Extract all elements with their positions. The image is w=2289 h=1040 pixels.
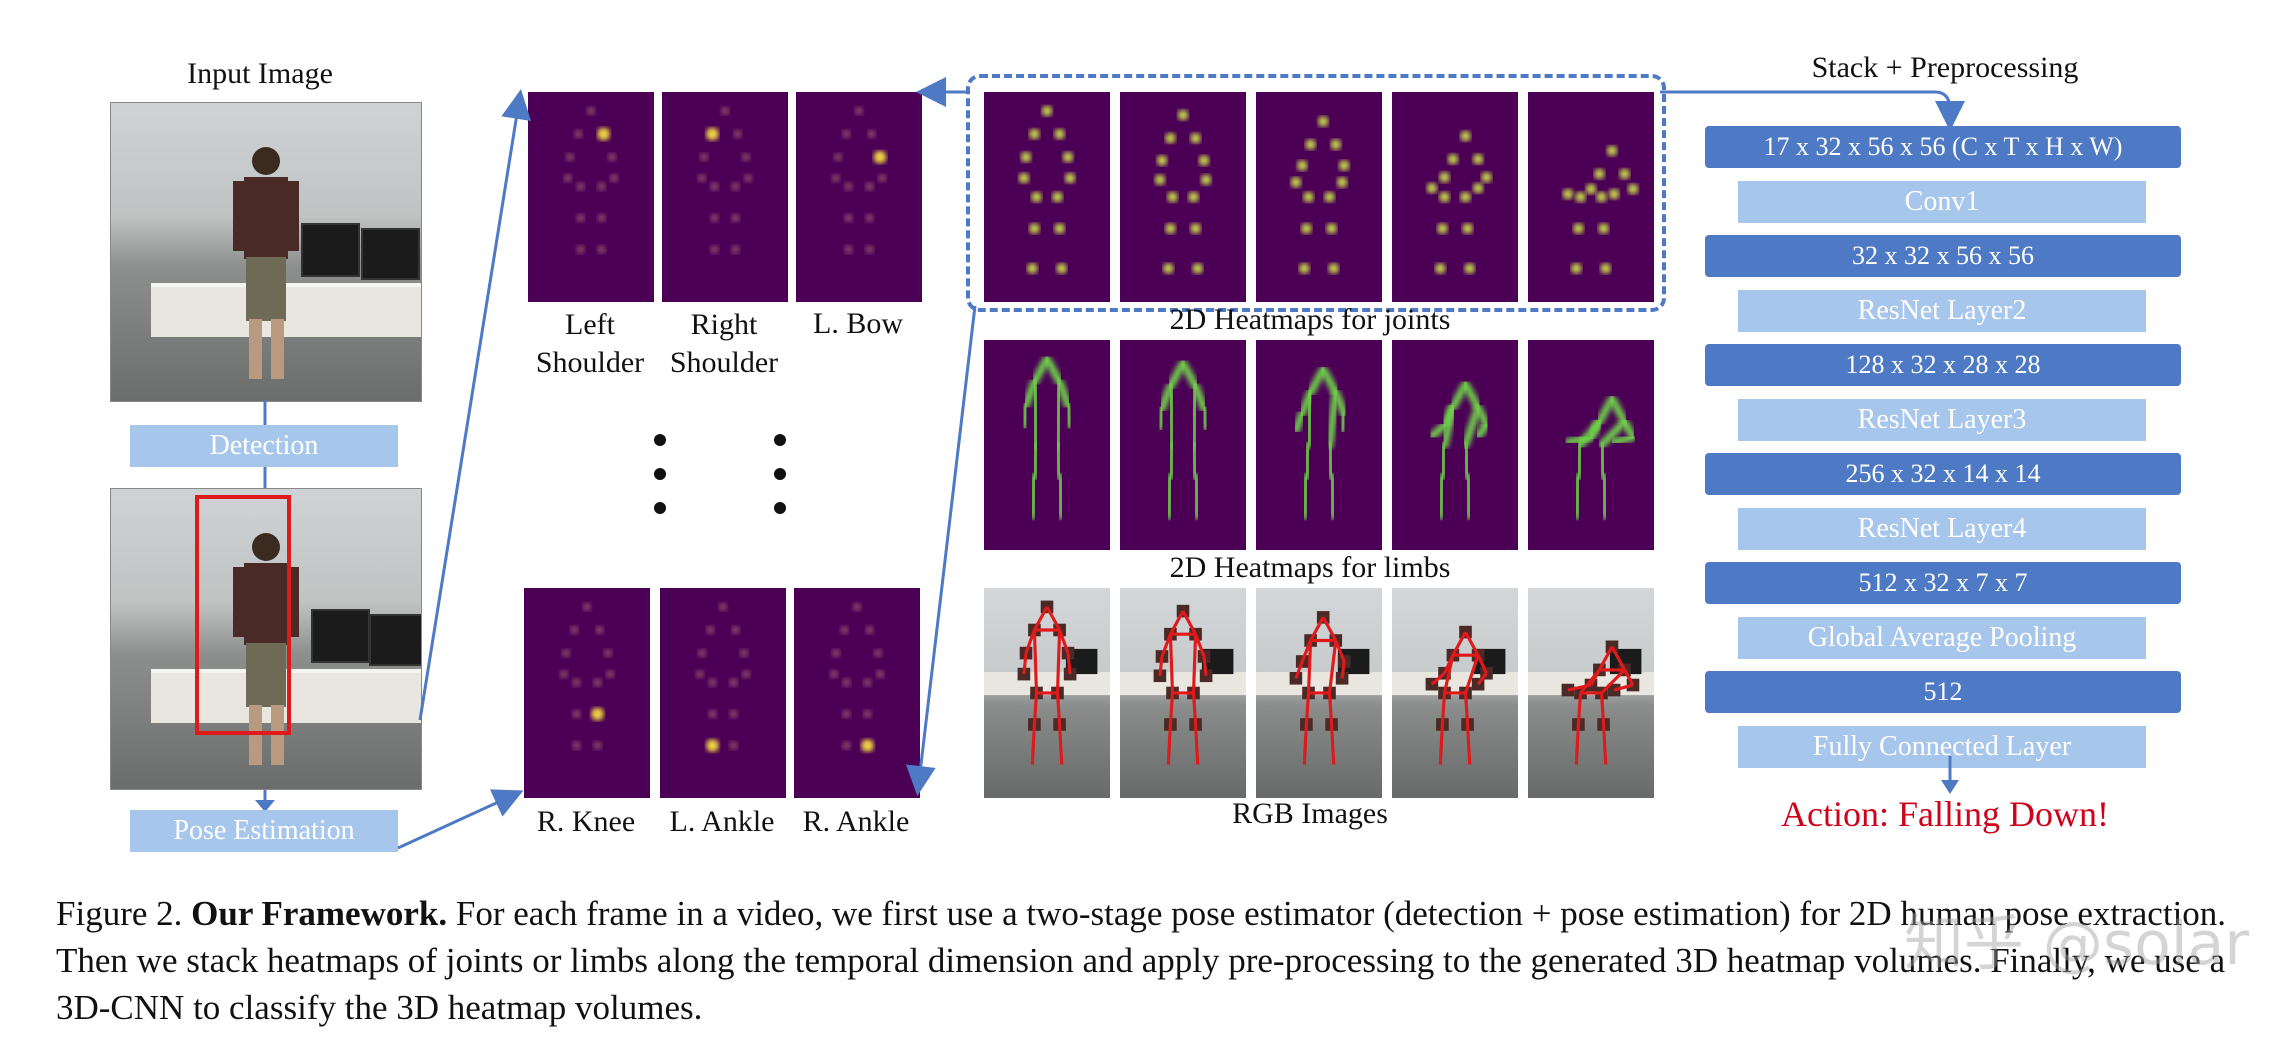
rgb-frame — [984, 588, 1110, 798]
rgb-images-label: RGB Images — [1232, 797, 1388, 830]
network-layer-box: Fully Connected Layer — [1738, 725, 2146, 768]
network-layer-box: ResNet Layer2 — [1738, 289, 2146, 332]
ellipsis-dot — [774, 468, 786, 480]
tensor-shape-box: 512 — [1705, 671, 2181, 713]
caption-body: For each frame in a video, we first use … — [56, 894, 2227, 1027]
detection-image — [110, 488, 422, 790]
joint-label-left-elbow: L. Bow — [813, 307, 903, 340]
figure-caption: Figure 2. Our Framework. For each frame … — [56, 890, 2246, 1031]
ellipsis-dot — [774, 434, 786, 446]
rgb-frame — [1392, 588, 1518, 798]
limb-heatmap-frame — [1120, 340, 1246, 550]
action-output: Action: Falling Down! — [1781, 794, 2109, 834]
ellipsis-dot — [654, 434, 666, 446]
monitor — [311, 609, 370, 663]
joint-heatmap — [662, 92, 788, 302]
limb-heatmap-frame — [1392, 340, 1518, 550]
limb-heatmap-frame — [1256, 340, 1382, 550]
caption-title: Our Framework. — [191, 894, 448, 933]
heatmaps-limbs-label: 2D Heatmaps for limbs — [1169, 551, 1451, 584]
joint-heatmap — [528, 92, 654, 302]
joint-label-left-shoulder: Left Shoulder — [535, 308, 645, 379]
caption-prefix: Figure 2. — [56, 894, 192, 933]
network-output-arrow — [1941, 756, 1959, 794]
network-layer-box: ResNet Layer4 — [1738, 507, 2146, 550]
heatmaps-joints-label: 2D Heatmaps for joints — [1169, 303, 1451, 336]
tensor-shape-box: 512 x 32 x 7 x 7 — [1705, 562, 2181, 604]
ellipsis-dot — [774, 502, 786, 514]
detection-bounding-box — [195, 495, 291, 735]
joint-heatmap-frame — [1120, 92, 1246, 302]
joint-heatmap-frame — [1392, 92, 1518, 302]
detection-box: Detection — [130, 425, 398, 467]
joint-label-right-knee: R. Knee — [536, 805, 636, 838]
tensor-shape-box: 256 x 32 x 14 x 14 — [1705, 453, 2181, 495]
input-image-label: Input Image — [187, 57, 333, 90]
ellipsis-dot — [654, 502, 666, 514]
network-title: Stack + Preprocessing — [1811, 51, 2079, 84]
joint-heatmap — [524, 588, 650, 798]
network-layer-box: ResNet Layer3 — [1738, 398, 2146, 441]
limb-heatmap-frame — [1528, 340, 1654, 550]
rgb-frame — [1528, 588, 1654, 798]
joint-heatmap — [660, 588, 786, 798]
network-layer-box: Global Average Pooling — [1738, 616, 2146, 659]
joint-label-left-ankle: L. Ankle — [669, 805, 775, 838]
joint-heatmap — [796, 92, 922, 302]
rgb-frame — [1256, 588, 1382, 798]
pose-estimation-box: Pose Estimation — [130, 810, 398, 852]
watermark: 知乎 @solar — [1903, 909, 2249, 979]
joint-label-right-shoulder: Right Shoulder — [669, 308, 779, 379]
tensor-shape-box: 17 x 32 x 56 x 56 (C x T x H x W) — [1705, 126, 2181, 168]
joint-heatmap-frame — [1256, 92, 1382, 302]
tensor-shape-box: 32 x 32 x 56 x 56 — [1705, 235, 2181, 277]
ellipsis-dot — [654, 468, 666, 480]
person-figure — [233, 533, 299, 765]
tensor-shape-box: 128 x 32 x 28 x 28 — [1705, 344, 2181, 386]
joint-label-right-ankle: R. Ankle — [802, 805, 910, 838]
limb-heatmap-frame — [984, 340, 1110, 550]
joint-heatmap-frame — [984, 92, 1110, 302]
monitor — [369, 614, 421, 666]
person-figure — [233, 147, 299, 379]
monitor — [301, 223, 360, 277]
joint-heatmap-frame — [1528, 92, 1654, 302]
rgb-frame — [1120, 588, 1246, 798]
monitor — [361, 228, 420, 280]
joints-stack-dashed-box — [966, 74, 1666, 312]
input-image — [110, 102, 422, 402]
network-layer-box: Conv1 — [1738, 180, 2146, 223]
joint-heatmap — [794, 588, 920, 798]
